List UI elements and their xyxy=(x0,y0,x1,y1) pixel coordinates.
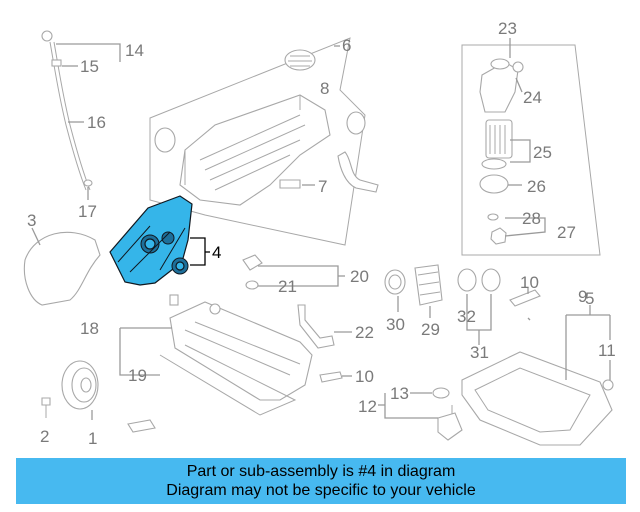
highlighted-part-4-cover xyxy=(109,195,193,286)
callout-10-lower: 10 xyxy=(355,367,374,386)
callout-10-upper: 10 xyxy=(520,273,539,292)
callout-11: 11 xyxy=(598,341,616,360)
callout-27: 27 xyxy=(557,223,576,242)
oil-pan-illustration xyxy=(432,351,614,446)
callout-22: 22 xyxy=(355,323,374,342)
oil-filter-housing-illustration xyxy=(479,58,524,245)
callout-15: 15 xyxy=(80,57,99,76)
callout-28: 28 xyxy=(522,209,541,228)
callout-29: 29 xyxy=(421,320,440,339)
oil-cooler-illustration xyxy=(384,264,541,307)
callout-3: 3 xyxy=(27,211,36,230)
callout-32: 32 xyxy=(457,307,476,326)
callout-1: 1 xyxy=(88,429,97,448)
diagram-notice-banner: Part or sub-assembly is #4 in diagram Di… xyxy=(16,458,626,504)
callout-20: 20 xyxy=(350,267,369,286)
callout-18: 18 xyxy=(80,319,99,338)
callout-5: 5 xyxy=(585,289,594,308)
dipstick-illustration xyxy=(41,30,93,191)
intake-manifold-illustration xyxy=(154,49,379,206)
oil-filter-group-panel xyxy=(461,44,601,256)
hose-fittings-illustration xyxy=(242,254,343,383)
notice-line-disclaimer: Diagram may not be specific to your vehi… xyxy=(166,482,476,499)
callout-21: 21 xyxy=(278,277,297,296)
callout-14: 14 xyxy=(125,41,144,60)
callout-25: 25 xyxy=(533,143,552,162)
callout-7: 7 xyxy=(318,177,327,196)
callout-13: 13 xyxy=(390,384,409,403)
callout-30: 30 xyxy=(386,315,405,334)
callout-31: 31 xyxy=(470,343,489,362)
callout-9: 9 xyxy=(578,287,587,306)
callout-17: 17 xyxy=(78,202,97,221)
callout-6: 6 xyxy=(342,36,351,55)
exploded-parts-diagram: 1 2 3 4 5 6 7 8 9 10 10 11 12 13 14 15 1… xyxy=(23,19,616,448)
crank-pulley-illustration xyxy=(41,360,99,418)
callout-12: 12 xyxy=(358,397,377,416)
callout-4: 4 xyxy=(212,243,221,262)
callout-23: 23 xyxy=(498,19,517,38)
callout-19: 19 xyxy=(128,366,147,385)
valve-cover-illustration xyxy=(127,294,313,433)
callout-8: 8 xyxy=(320,79,329,98)
callout-2: 2 xyxy=(40,427,49,446)
callout-26: 26 xyxy=(527,177,546,196)
timing-gasket-illustration xyxy=(23,231,101,306)
callout-24: 24 xyxy=(523,88,542,107)
callout-16: 16 xyxy=(87,113,106,132)
notice-line-part: Part or sub-assembly is #4 in diagram xyxy=(186,463,456,480)
